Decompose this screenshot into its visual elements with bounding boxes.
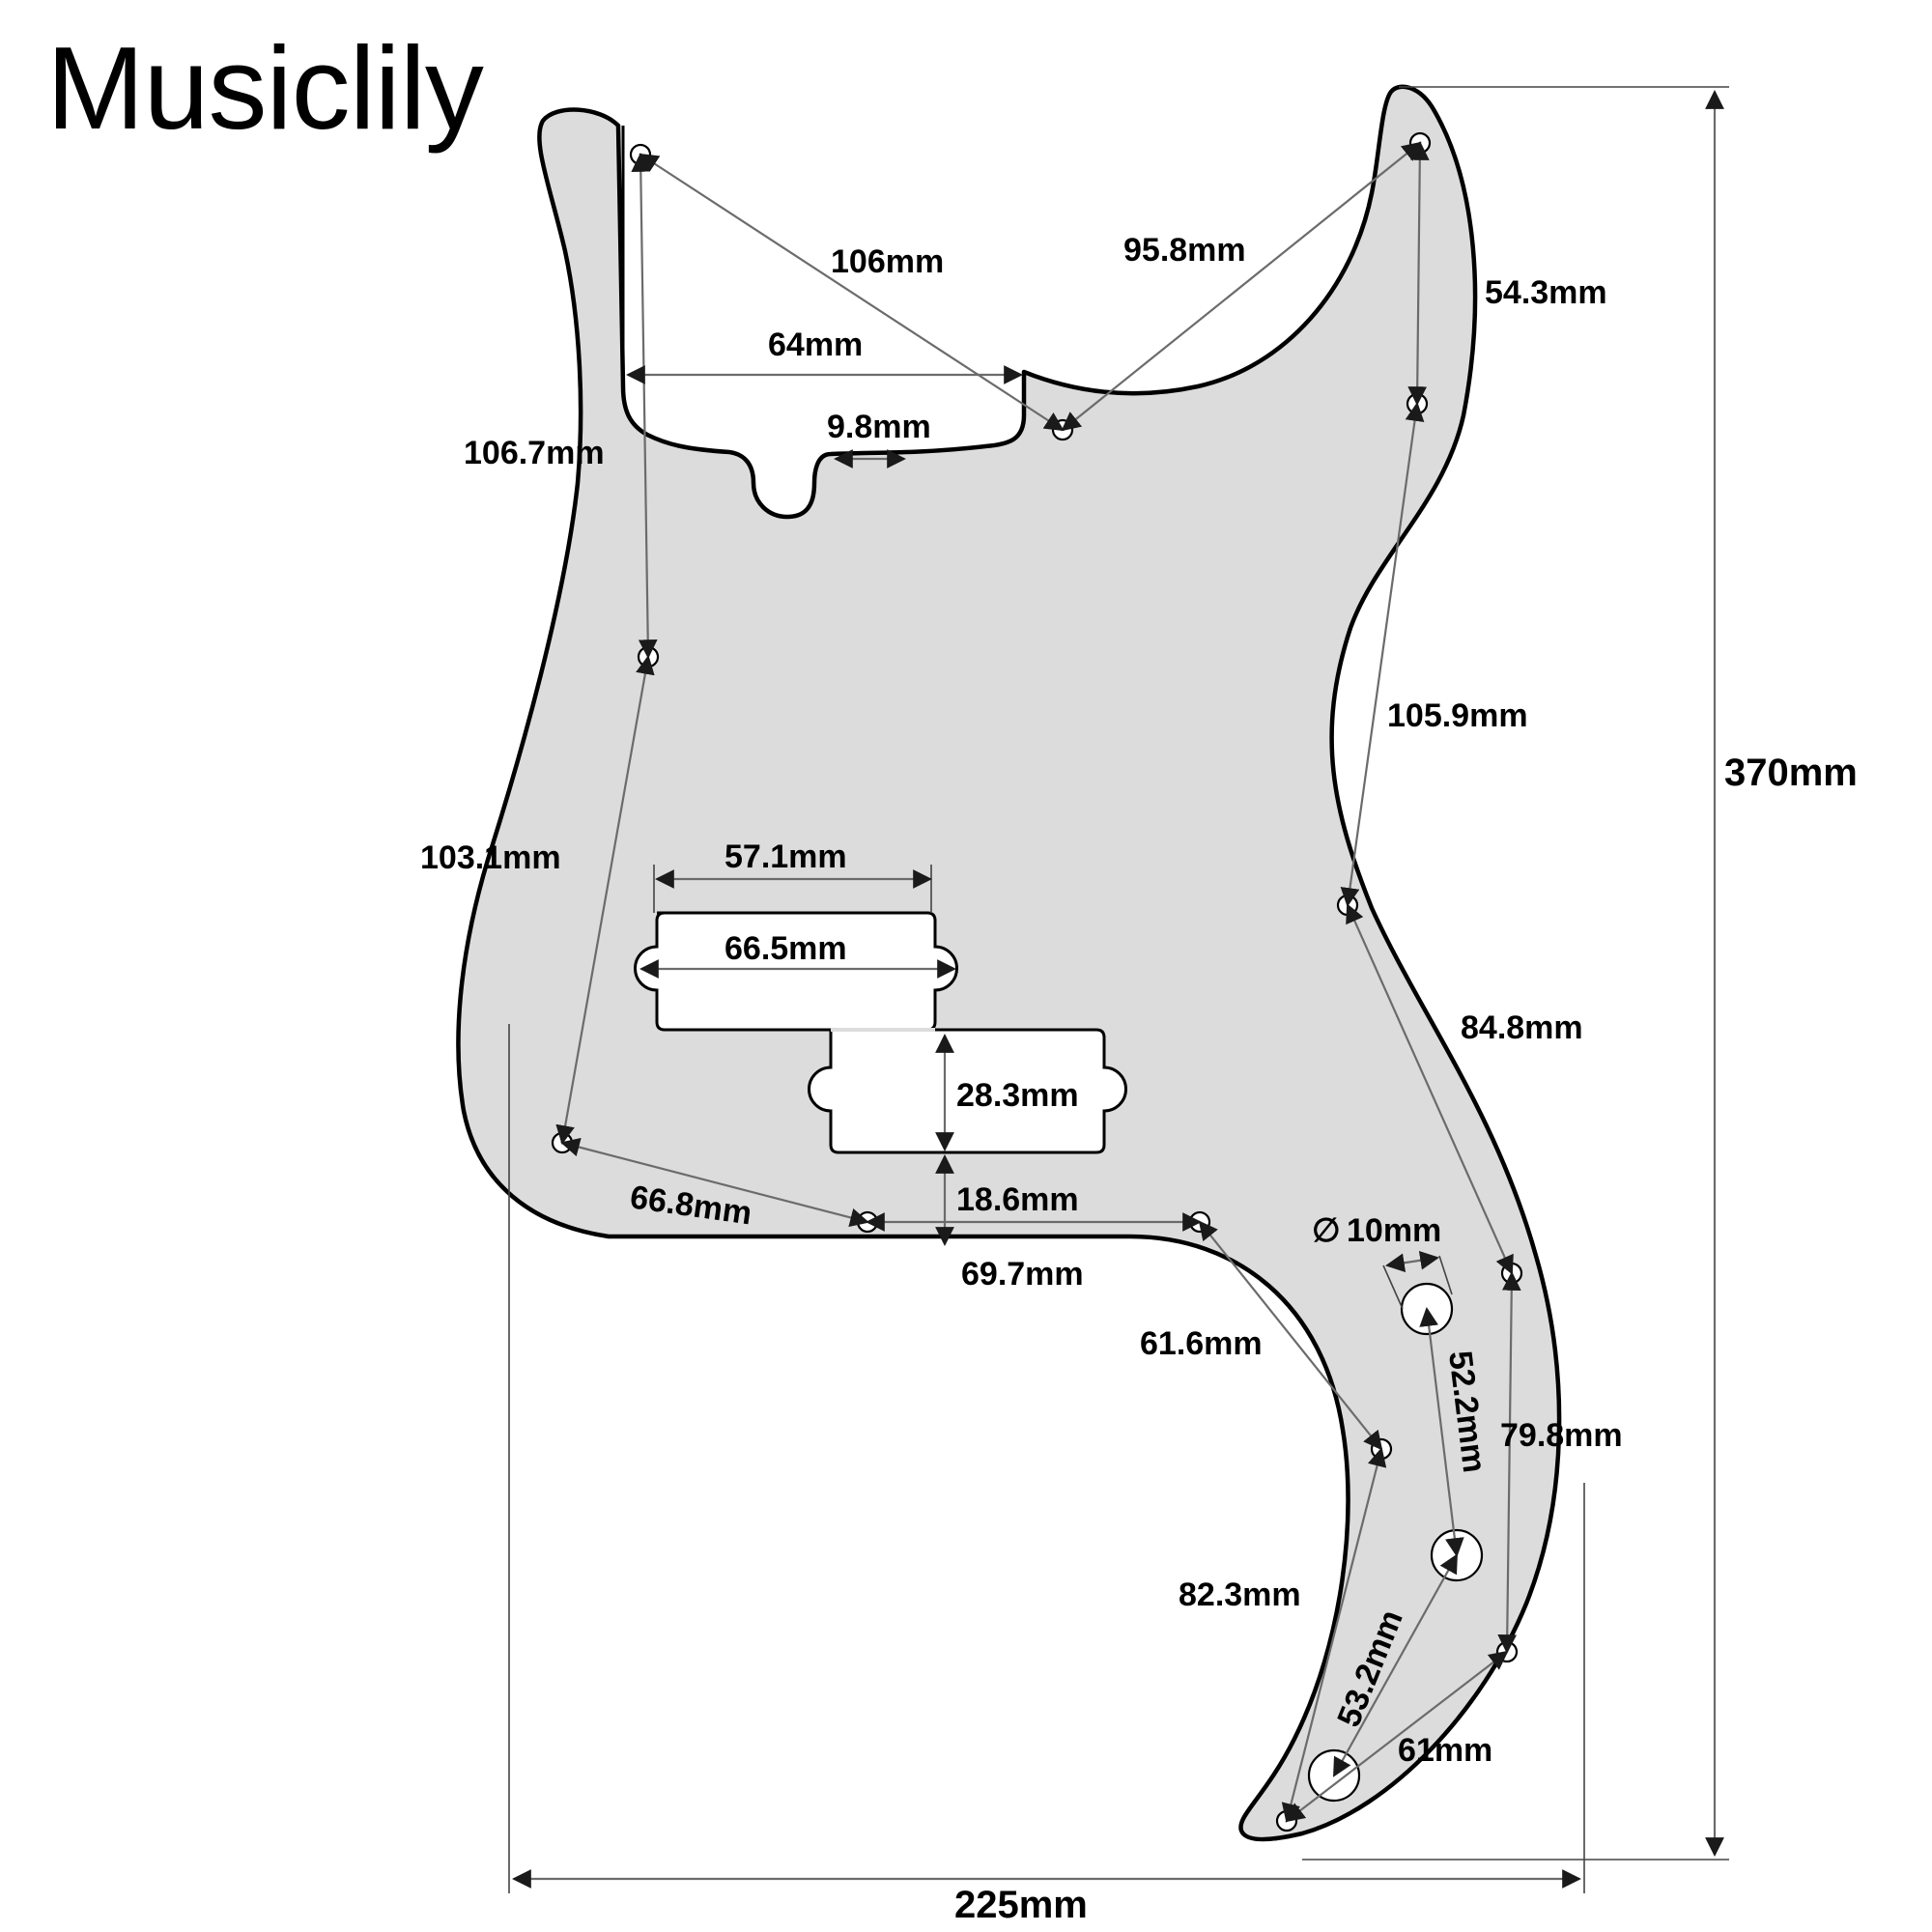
dim-label-57-1: 57.1mm [724, 838, 847, 875]
dim-label-106-7: 106.7mm [464, 435, 605, 471]
dim-label-95-8: 95.8mm [1123, 232, 1246, 269]
dim-label-9-8: 9.8mm [827, 409, 931, 445]
dim-label-82-3: 82.3mm [1179, 1577, 1301, 1613]
dim-label-106: 106mm [831, 243, 944, 280]
dim-label-18-6: 18.6mm [956, 1181, 1079, 1218]
diameter-symbol: ∅ [1312, 1212, 1341, 1249]
total-width-label: 225mm [954, 1884, 1088, 1926]
dim-label-10: 10mm [1347, 1212, 1441, 1249]
dim-label-66-5: 66.5mm [724, 930, 847, 967]
dim-label-69-7: 69.7mm [961, 1256, 1084, 1293]
dim-label-79-8: 79.8mm [1500, 1417, 1623, 1454]
dim-label-105-9: 105.9mm [1387, 697, 1528, 734]
pickup-cavity-lower [808, 1028, 1127, 1154]
dim-label-54-3: 54.3mm [1485, 274, 1607, 311]
dim-label-84-8: 84.8mm [1461, 1009, 1583, 1046]
total-height-label: 370mm [1724, 752, 1858, 794]
dim-label-103-1: 103.1mm [420, 839, 561, 876]
dim-label-61-6: 61.6mm [1140, 1325, 1263, 1362]
dim-label-28-3: 28.3mm [956, 1077, 1079, 1114]
brand-logo-text: Musiclily [46, 22, 484, 154]
dim-label-61: 61mm [1398, 1732, 1492, 1769]
dim-label-64: 64mm [768, 327, 863, 363]
